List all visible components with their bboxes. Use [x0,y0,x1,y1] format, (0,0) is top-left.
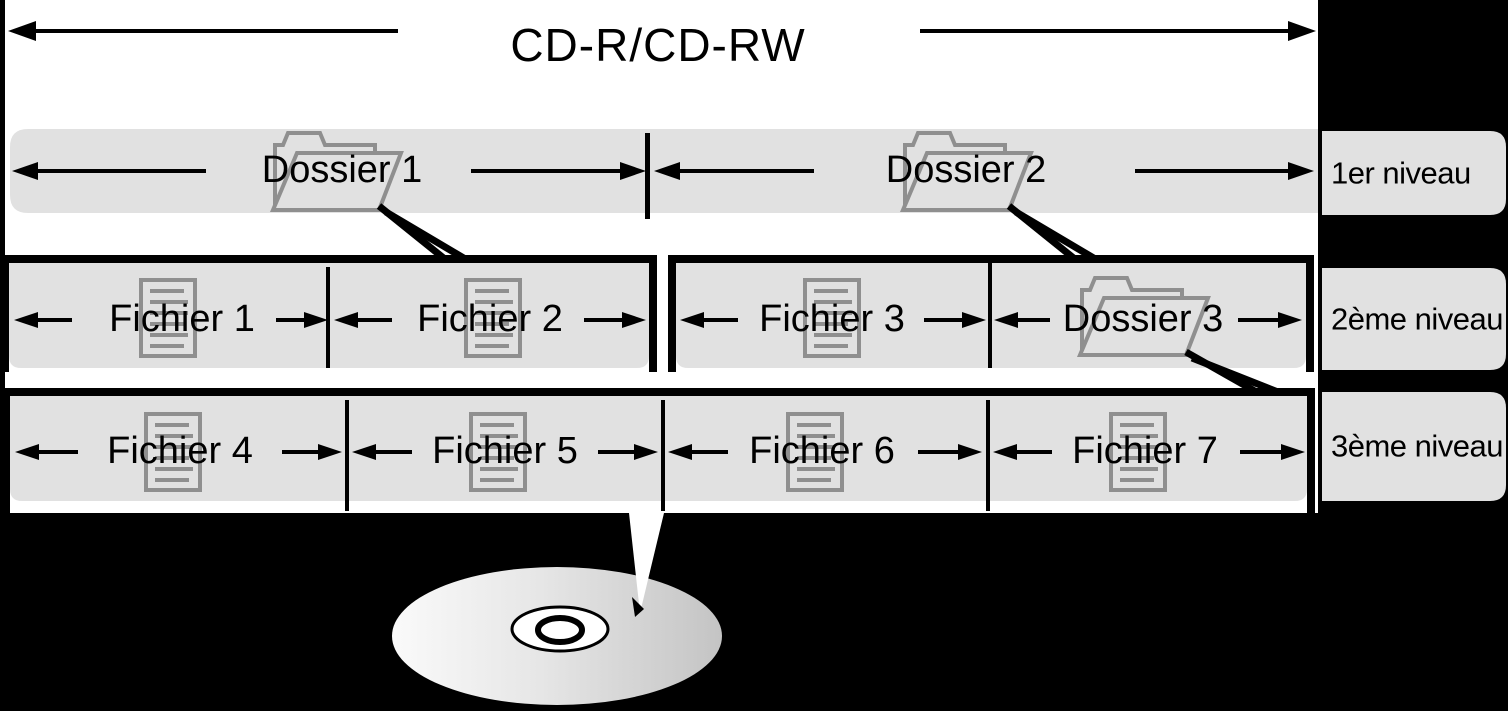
level3-label-box [1322,392,1506,501]
diagram-title: CD-R/CD-RW [510,19,806,71]
level2-divider-tick [988,263,992,368]
segment-label-dossier-3: Dossier 3 [1062,298,1224,340]
level3-divider-tick [986,400,990,511]
level1-label-box [1322,131,1506,215]
dossier2-connector-lines [1006,203,1099,264]
segment-label-fichier-2: Fichier 2 [417,298,563,340]
segment-label-fichier-7: Fichier 7 [1072,430,1218,472]
segment-label-dossier-1: Dossier 1 [261,149,423,191]
arrowhead-right-icon [1288,21,1316,41]
level3-box-fill [10,396,1307,501]
segment-label-fichier-5: Fichier 5 [432,430,578,472]
level2-box-borders [1,255,1314,372]
level2-name-label: 2ème niveau [1331,301,1504,337]
segment-label-dossier-2: Dossier 2 [885,149,1047,191]
level3-name-label: 3ème niveau [1331,428,1504,464]
dossier1-connector-lines [376,203,469,264]
callout-tail [629,513,664,613]
level1-divider-tick [645,133,650,219]
level2-arrowheads [14,312,1302,328]
arrowhead-left-icon [8,21,36,41]
segment-label-fichier-4: Fichier 4 [107,430,253,472]
segment-label-fichier-6: Fichier 6 [749,430,895,472]
level1-arrowheads [12,162,1314,180]
level2-label-box [1322,268,1506,370]
segment-label-fichier-3: Fichier 3 [759,298,905,340]
callout-tail-tip [632,597,644,617]
level3-box-borders [2,388,1315,513]
level3-arrowheads [15,444,1305,460]
level3-divider-tick [345,400,349,511]
cd-disc-icon [392,567,722,705]
level3-divider-tick [661,400,665,511]
level1-name-label: 1er niveau [1331,155,1471,191]
level2-divider-tick [326,267,330,368]
segment-label-fichier-1: Fichier 1 [109,298,255,340]
bottom-black-panel [0,513,1508,711]
